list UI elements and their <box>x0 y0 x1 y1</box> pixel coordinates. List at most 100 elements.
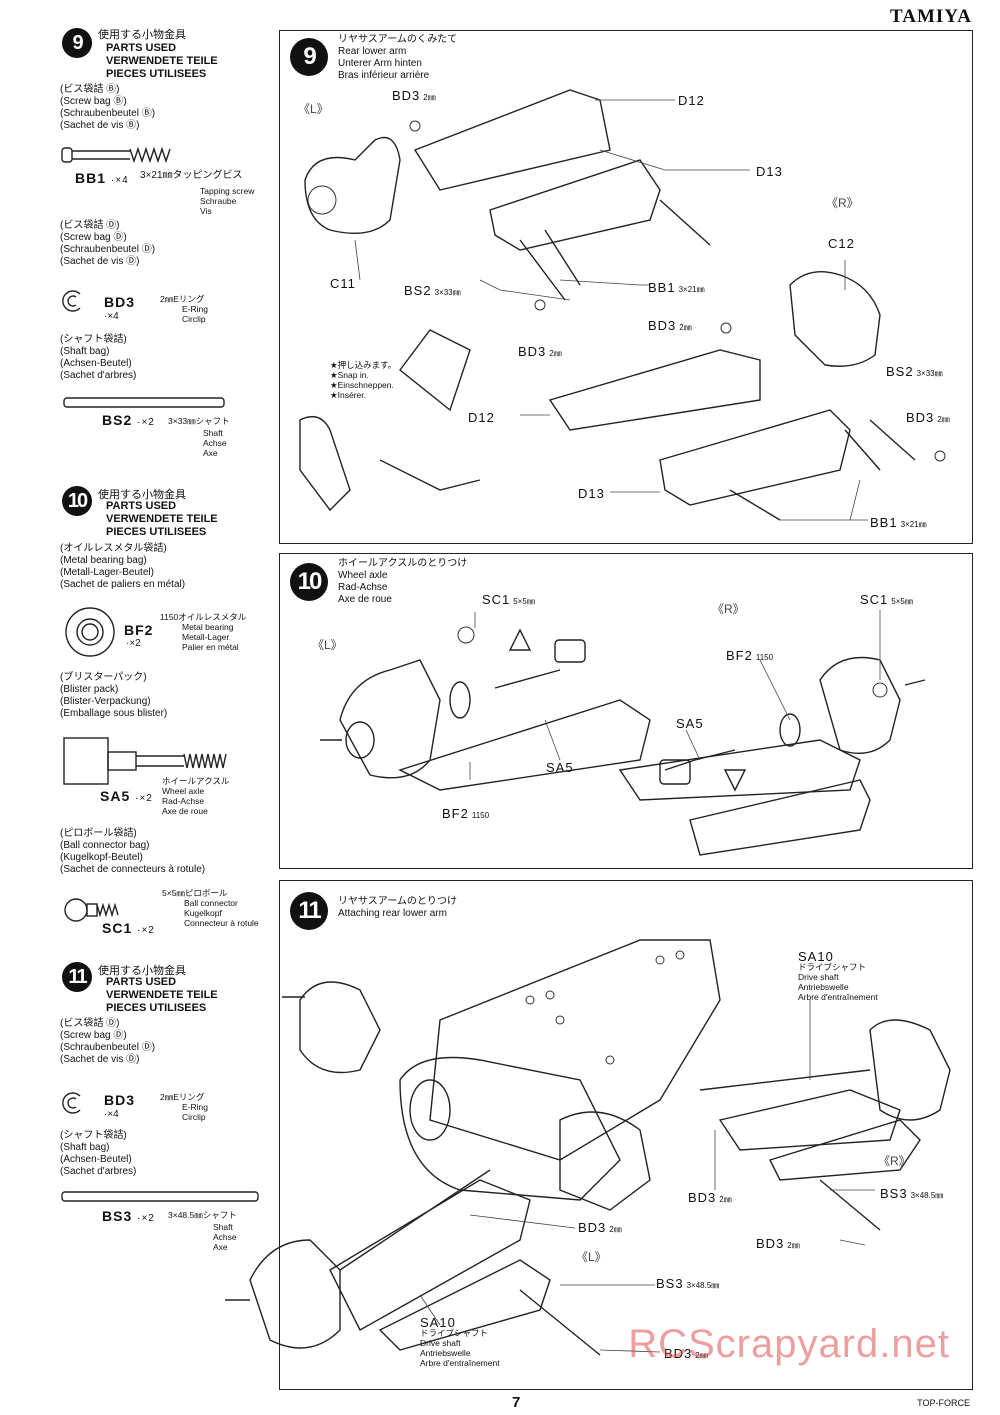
bd3-eclip-icon <box>62 290 81 312</box>
p11-bd3-b-size: 2㎜ <box>609 1225 622 1234</box>
bb1-spec: 3×21㎜タッピングビス <box>140 170 243 181</box>
p9-bs2-a-size: 3×33㎜ <box>434 288 461 297</box>
panel-10-title: ホイールアクスルのとりつけ Wheel axle Rad-Achse Axe d… <box>338 558 467 606</box>
bd3-code-text: BD3 <box>104 294 136 310</box>
brand-logo: TAMIYA <box>889 6 972 27</box>
parts-used-jp-11: 使用する小物金具 <box>98 965 186 977</box>
parts-used-jp: 使用する小物金具 <box>98 29 186 41</box>
step-9-badge: 9 <box>62 28 92 58</box>
panel10-side-right: 《R》 <box>712 602 745 616</box>
p9-c11: C11 <box>330 276 356 291</box>
p11-sa10-top: SA10 ドライブシャフト Drive shaft Antriebswelle … <box>798 949 878 1002</box>
p9-bd3-c-code: BD3 <box>648 318 677 333</box>
blister-fr: (Emballage sous blister) <box>60 708 168 719</box>
p10-sa5-a: SA5 <box>546 760 574 775</box>
panel10-side-left: 《L》 <box>312 638 343 652</box>
bf2-fr: Palier en métal <box>182 642 239 652</box>
bb1-code: BB1 ·×4 <box>75 170 129 187</box>
bb1-screw-icon <box>61 146 171 164</box>
watermark: RCScrapyard.net <box>628 1322 950 1366</box>
snap-fr: ★Insérer. <box>330 390 366 400</box>
bd3-fr: Circlip <box>182 314 206 324</box>
bf2-spec: 1150オイルレスメタル <box>160 612 247 622</box>
sa10-bot-en: Drive shaft <box>420 1338 461 1348</box>
p9-bs2-b-code: BS2 <box>886 364 914 379</box>
parts-used-de-10: VERWENDETE TEILE <box>106 513 218 525</box>
shaft-bag-de: (Achsen-Beutel) <box>60 358 132 369</box>
ball-bag-label: (ピロボール袋詰) (Ball connector bag) (Kugelkop… <box>60 828 205 876</box>
sa5-fr: Axe de roue <box>162 806 208 816</box>
screw-bag-d-11-label: (ビス袋詰 Ⓓ) (Screw bag Ⓓ) (Schraubenbeutel … <box>60 1018 155 1066</box>
p10-sa5-b: SA5 <box>676 716 704 731</box>
p9-snap-note: ★押し込みます。 ★Snap in. ★Einschneppen. ★Insér… <box>330 360 396 400</box>
sc1-qty: ·×2 <box>137 925 155 936</box>
bd3-11-spec: 2㎜Eリング <box>160 1092 205 1102</box>
panel-9-badge: 9 <box>290 38 328 76</box>
panel-10-badge: 10 <box>290 563 328 601</box>
p9-bb1-b-code: BB1 <box>870 515 898 530</box>
bb1-en: Tapping screw <box>200 186 255 196</box>
bs3-en: Shaft <box>213 1222 233 1232</box>
sc1-ball-connector-icon <box>64 898 119 922</box>
sa10-top-de: Antriebswelle <box>798 982 849 992</box>
shaft11-fr: (Sachet d'arbres) <box>60 1166 137 1177</box>
panel-11-badge: 11 <box>290 892 328 930</box>
p9-bd3-d-size: 2㎜ <box>937 415 950 424</box>
bb1-desc: Tapping screw Schraube Vis <box>200 186 254 216</box>
sc1-de: Kugelkopf <box>184 908 222 918</box>
sc1-spec: 5×5㎜ピロボール <box>162 888 228 898</box>
sa10-bot-fr: Arbre d'entraînement <box>420 1358 500 1368</box>
p11-bd3-c-size: 2㎜ <box>787 1241 800 1250</box>
parts-used-heading-10: PARTS USED VERWENDETE TEILE PIECES UTILI… <box>106 500 218 539</box>
metal-bag-jp: (オイルレスメタル袋詰) <box>60 543 167 554</box>
bf2-desc: 1150オイルレスメタル Metal bearing Metall-Lager … <box>160 612 246 652</box>
p11-bs3-a-size: 3×48.5㎜ <box>910 1191 944 1200</box>
bf2-de: Metall-Lager <box>182 632 230 642</box>
p9-bd3-b-size: 2㎜ <box>549 349 562 358</box>
sa10-top-fr: Arbre d'entraînement <box>798 992 878 1002</box>
parts-used-heading-11: PARTS USED VERWENDETE TEILE PIECES UTILI… <box>106 976 218 1015</box>
bs3-fr: Axe <box>213 1242 228 1252</box>
p9-bd3-c-size: 2㎜ <box>679 323 692 332</box>
sa10-top-code: SA10 <box>798 949 834 964</box>
shaft-bag-11-label: (シャフト袋詰) (Shaft bag) (Achsen-Beutel) (Sa… <box>60 1130 136 1178</box>
sa10-top-jp: ドライブシャフト <box>798 962 867 972</box>
snap-jp: ★押し込みます。 <box>330 360 397 370</box>
p11-bd3-d-size: 2㎜ <box>695 1351 708 1360</box>
shaft11-de: (Achsen-Beutel) <box>60 1154 132 1165</box>
p10-bf2-a-code: BF2 <box>442 806 469 821</box>
p10-sc1-b-size: 5×5㎜ <box>891 597 913 606</box>
p9-bd3-d-code: BD3 <box>906 410 935 425</box>
bf2-qty: ·×2 <box>126 638 141 649</box>
bd3-desc-9: 2㎜Eリング E-Ring Circlip <box>160 294 208 324</box>
sa10-top-en: Drive shaft <box>798 972 839 982</box>
sa10-bot-de: Antriebswelle <box>420 1348 471 1358</box>
bf2-code: BF2 <box>124 622 153 638</box>
panel9-title-fr: Bras inférieur arrière <box>338 70 430 81</box>
parts-used-en: PARTS USED <box>106 42 177 54</box>
panel9-title-jp: リヤサスアームのくみたて <box>338 34 458 45</box>
step-10-badge: 10 <box>62 486 92 516</box>
metal-bag-de: (Metall-Lager-Beutel) <box>60 567 154 578</box>
bag11-jp: (ビス袋詰 Ⓓ) <box>60 1018 120 1029</box>
page-number: 7 <box>512 1394 521 1411</box>
p9-d13-a: D13 <box>756 164 783 179</box>
panel11-title-jp: リヤサスアームのとりつけ <box>338 896 457 907</box>
bb1-fr: Vis <box>200 206 212 216</box>
ball-bag-fr: (Sachet de connecteurs à rotule) <box>60 864 206 875</box>
shaft-bag-fr: (Sachet d'arbres) <box>60 370 137 381</box>
sa5-en: Wheel axle <box>162 786 205 796</box>
parts-used-de: VERWENDETE TEILE <box>106 55 218 67</box>
bd3-11-fr: Circlip <box>182 1112 206 1122</box>
panel11-side-right: 《R》 <box>878 1154 911 1168</box>
blister-en: (Blister pack) <box>60 684 119 695</box>
bs2-shaft-icon <box>63 397 225 408</box>
bs2-fr: Axe <box>203 448 218 458</box>
